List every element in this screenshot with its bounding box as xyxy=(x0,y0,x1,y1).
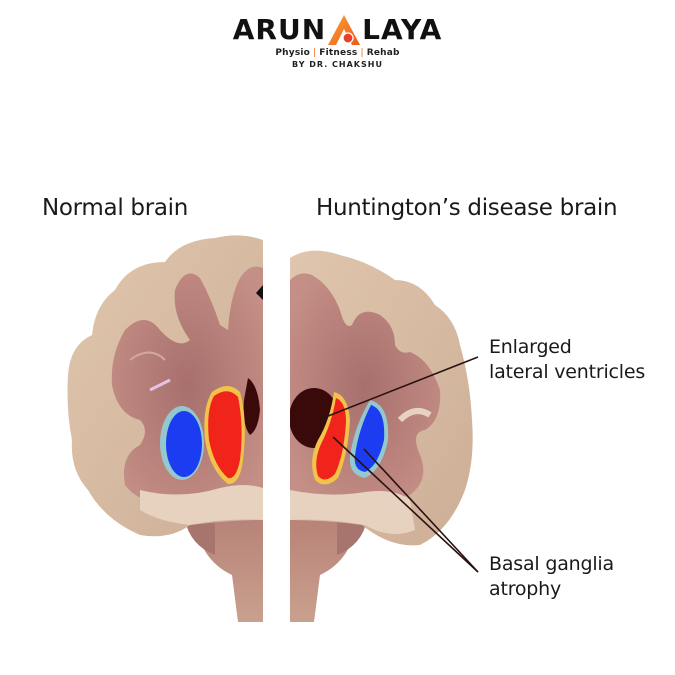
basal-ganglia-annotation: Basal ganglia atrophy xyxy=(489,552,614,602)
ventricles-annotation-line1: Enlarged xyxy=(489,336,572,358)
ventricle-leader-line xyxy=(317,356,479,421)
tagline-rehab: Rehab xyxy=(366,48,400,58)
normal-brain-title: Normal brain xyxy=(42,195,189,221)
ventricles-annotation: Enlarged lateral ventricles xyxy=(489,335,645,385)
huntington-brain-title: Huntington’s disease brain xyxy=(316,195,618,221)
brand-wordmark: ARUN LAYA xyxy=(233,14,443,46)
putamen-leader-line xyxy=(332,436,479,573)
normal-brain-section xyxy=(67,235,263,622)
basal-ganglia-annotation-line1: Basal ganglia xyxy=(489,553,614,575)
basal-ganglia-annotation-line2: atrophy xyxy=(489,578,562,600)
brand-right-text: LAYA xyxy=(362,13,443,46)
orange-a-mark-icon xyxy=(328,15,361,45)
brand-byline: BY DR. CHAKSHU xyxy=(292,60,383,69)
brand-left-text: ARUN xyxy=(232,13,327,46)
huntington-brain-section xyxy=(290,250,473,622)
caudate-leader-line xyxy=(363,448,479,573)
tagline-physio: Physio xyxy=(275,48,311,58)
tagline-fitness: Fitness xyxy=(319,48,358,58)
ventricles-annotation-line2: lateral ventricles xyxy=(489,361,646,383)
brand-tagline: Physio|Fitness|Rehab xyxy=(275,48,400,58)
brand-logo: ARUN LAYA Physio|Fitness|Rehab BY DR. CH… xyxy=(0,14,675,70)
left-notch xyxy=(256,285,263,300)
